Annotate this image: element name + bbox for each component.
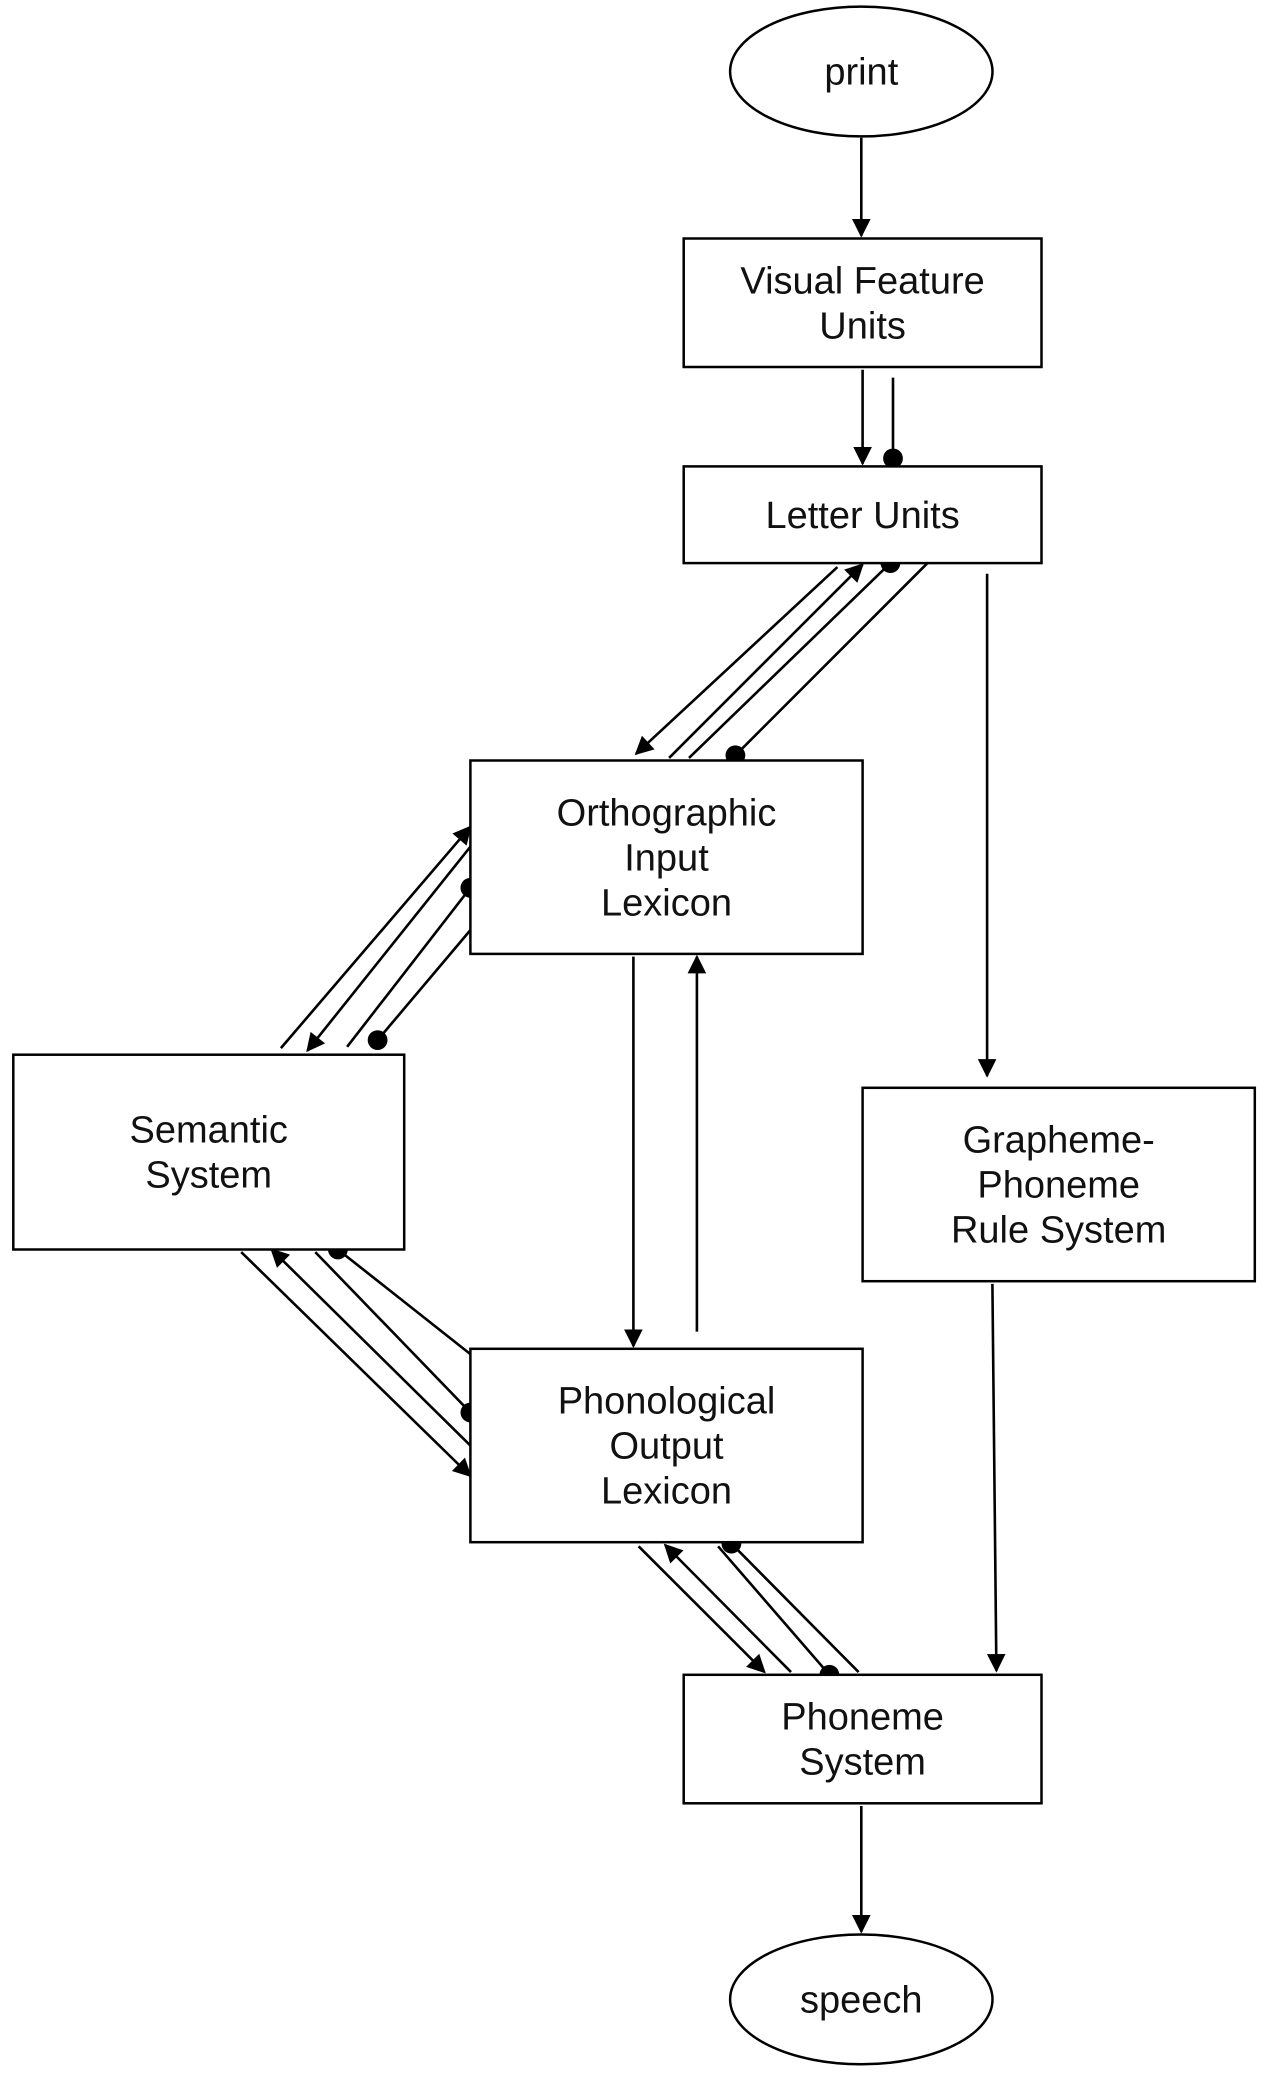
phoneme-system-label-line: System	[799, 1742, 926, 1784]
visual-feature-units-box	[682, 237, 1043, 369]
speech-label-line: speech	[800, 1979, 923, 2021]
grapheme-phoneme-rule-system-label-line: Grapheme-	[963, 1120, 1155, 1162]
edge-phoneme-to-phono-excite	[663, 1543, 792, 1674]
excitatory-connection-arrow	[279, 825, 472, 1049]
visual-feature-units-label-line: Visual Feature	[740, 260, 984, 302]
node-speech: speech	[728, 1933, 994, 2066]
edge-gpc-to-phoneme	[986, 1283, 1006, 1673]
semantic-system-box	[12, 1053, 406, 1251]
letter-units-label-line: Letter Units	[765, 495, 959, 537]
letter-units-box	[682, 465, 1043, 565]
orthographic-input-lexicon-label-line: Input	[624, 837, 709, 879]
phonological-output-lexicon-label-line: Output	[609, 1426, 724, 1468]
excitatory-connection-arrow	[306, 845, 472, 1053]
orthographic-input-lexicon-label-line: Lexicon	[601, 882, 732, 924]
inhibitory-connection-line	[730, 1542, 860, 1674]
excitatory-connection-arrow	[663, 1543, 792, 1674]
edge-semantic-to-ortho-inhibit	[346, 877, 481, 1048]
semantic-system-label-line: Semantic	[129, 1110, 287, 1152]
phonological-output-lexicon-label-line: Lexicon	[601, 1471, 732, 1513]
inhibitory-connection-line	[376, 929, 472, 1041]
phonological-output-lexicon-label-line: Phonological	[558, 1381, 776, 1423]
edge-phono-to-semantic-inhibit	[328, 1239, 472, 1356]
edge-ortho-to-semantic-inhibit	[367, 929, 472, 1050]
edge-visual-to-letter-inhibit	[883, 377, 903, 469]
edge-semantic-to-phono-inhibit	[314, 1251, 481, 1423]
excitatory-connection-arrow	[668, 563, 864, 759]
semantic-system-label-line: System	[145, 1155, 272, 1197]
phoneme-system-box	[682, 1673, 1043, 1805]
speech-ellipse	[728, 1933, 994, 2066]
grapheme-phoneme-rule-system-label-line: Phoneme	[977, 1165, 1140, 1207]
phonological-output-lexicon-box	[469, 1347, 864, 1544]
node-print: print	[728, 5, 994, 138]
inhibitory-connection-line	[337, 1248, 472, 1356]
excitatory-connection-arrow	[986, 1283, 1006, 1673]
grapheme-phoneme-rule-system-box	[861, 1086, 1257, 1283]
inhibitory-connection-line	[346, 887, 472, 1048]
edge-semantic-to-ortho-excite	[279, 825, 472, 1049]
edge-letter-to-ortho-excite	[634, 566, 839, 756]
print-ellipse	[728, 5, 994, 138]
inhibitory-connection-line	[717, 1545, 831, 1676]
excitatory-connection-arrow	[240, 1251, 472, 1478]
excitatory-connection-arrow	[634, 566, 839, 756]
node-letter-units: Letter Units	[682, 465, 1043, 565]
edge-semantic-to-phono-excite	[240, 1251, 472, 1478]
inhibitory-connection-line	[314, 1251, 472, 1414]
edge-ortho-to-semantic-excite	[306, 845, 472, 1053]
excitatory-connection-arrow	[637, 1545, 766, 1674]
edge-letter-to-ortho-inhibit	[725, 562, 929, 766]
edge-phono-to-semantic-excite	[270, 1248, 472, 1447]
edge-phono-to-phoneme-excite	[637, 1545, 766, 1674]
grapheme-phoneme-rule-system-label-line: Rule System	[951, 1210, 1166, 1252]
phoneme-system-label-line: Phoneme	[781, 1697, 944, 1739]
print-label-line: print	[824, 52, 898, 94]
edge-ortho-to-letter-excite	[668, 563, 864, 759]
orthographic-input-lexicon-label-line: Orthographic	[557, 792, 777, 834]
visual-feature-units-label-line: Units	[819, 305, 906, 347]
inhibitory-connection-line	[688, 562, 892, 759]
inhibitory-dot-icon	[883, 448, 903, 469]
edges-layer	[240, 137, 1006, 1934]
edge-ortho-to-letter-inhibit	[688, 553, 901, 759]
excitatory-connection-arrow	[270, 1248, 472, 1447]
inhibitory-connection-line	[734, 562, 929, 757]
orthographic-input-lexicon-box	[469, 759, 864, 956]
inhibitory-dot-icon	[367, 1030, 388, 1050]
